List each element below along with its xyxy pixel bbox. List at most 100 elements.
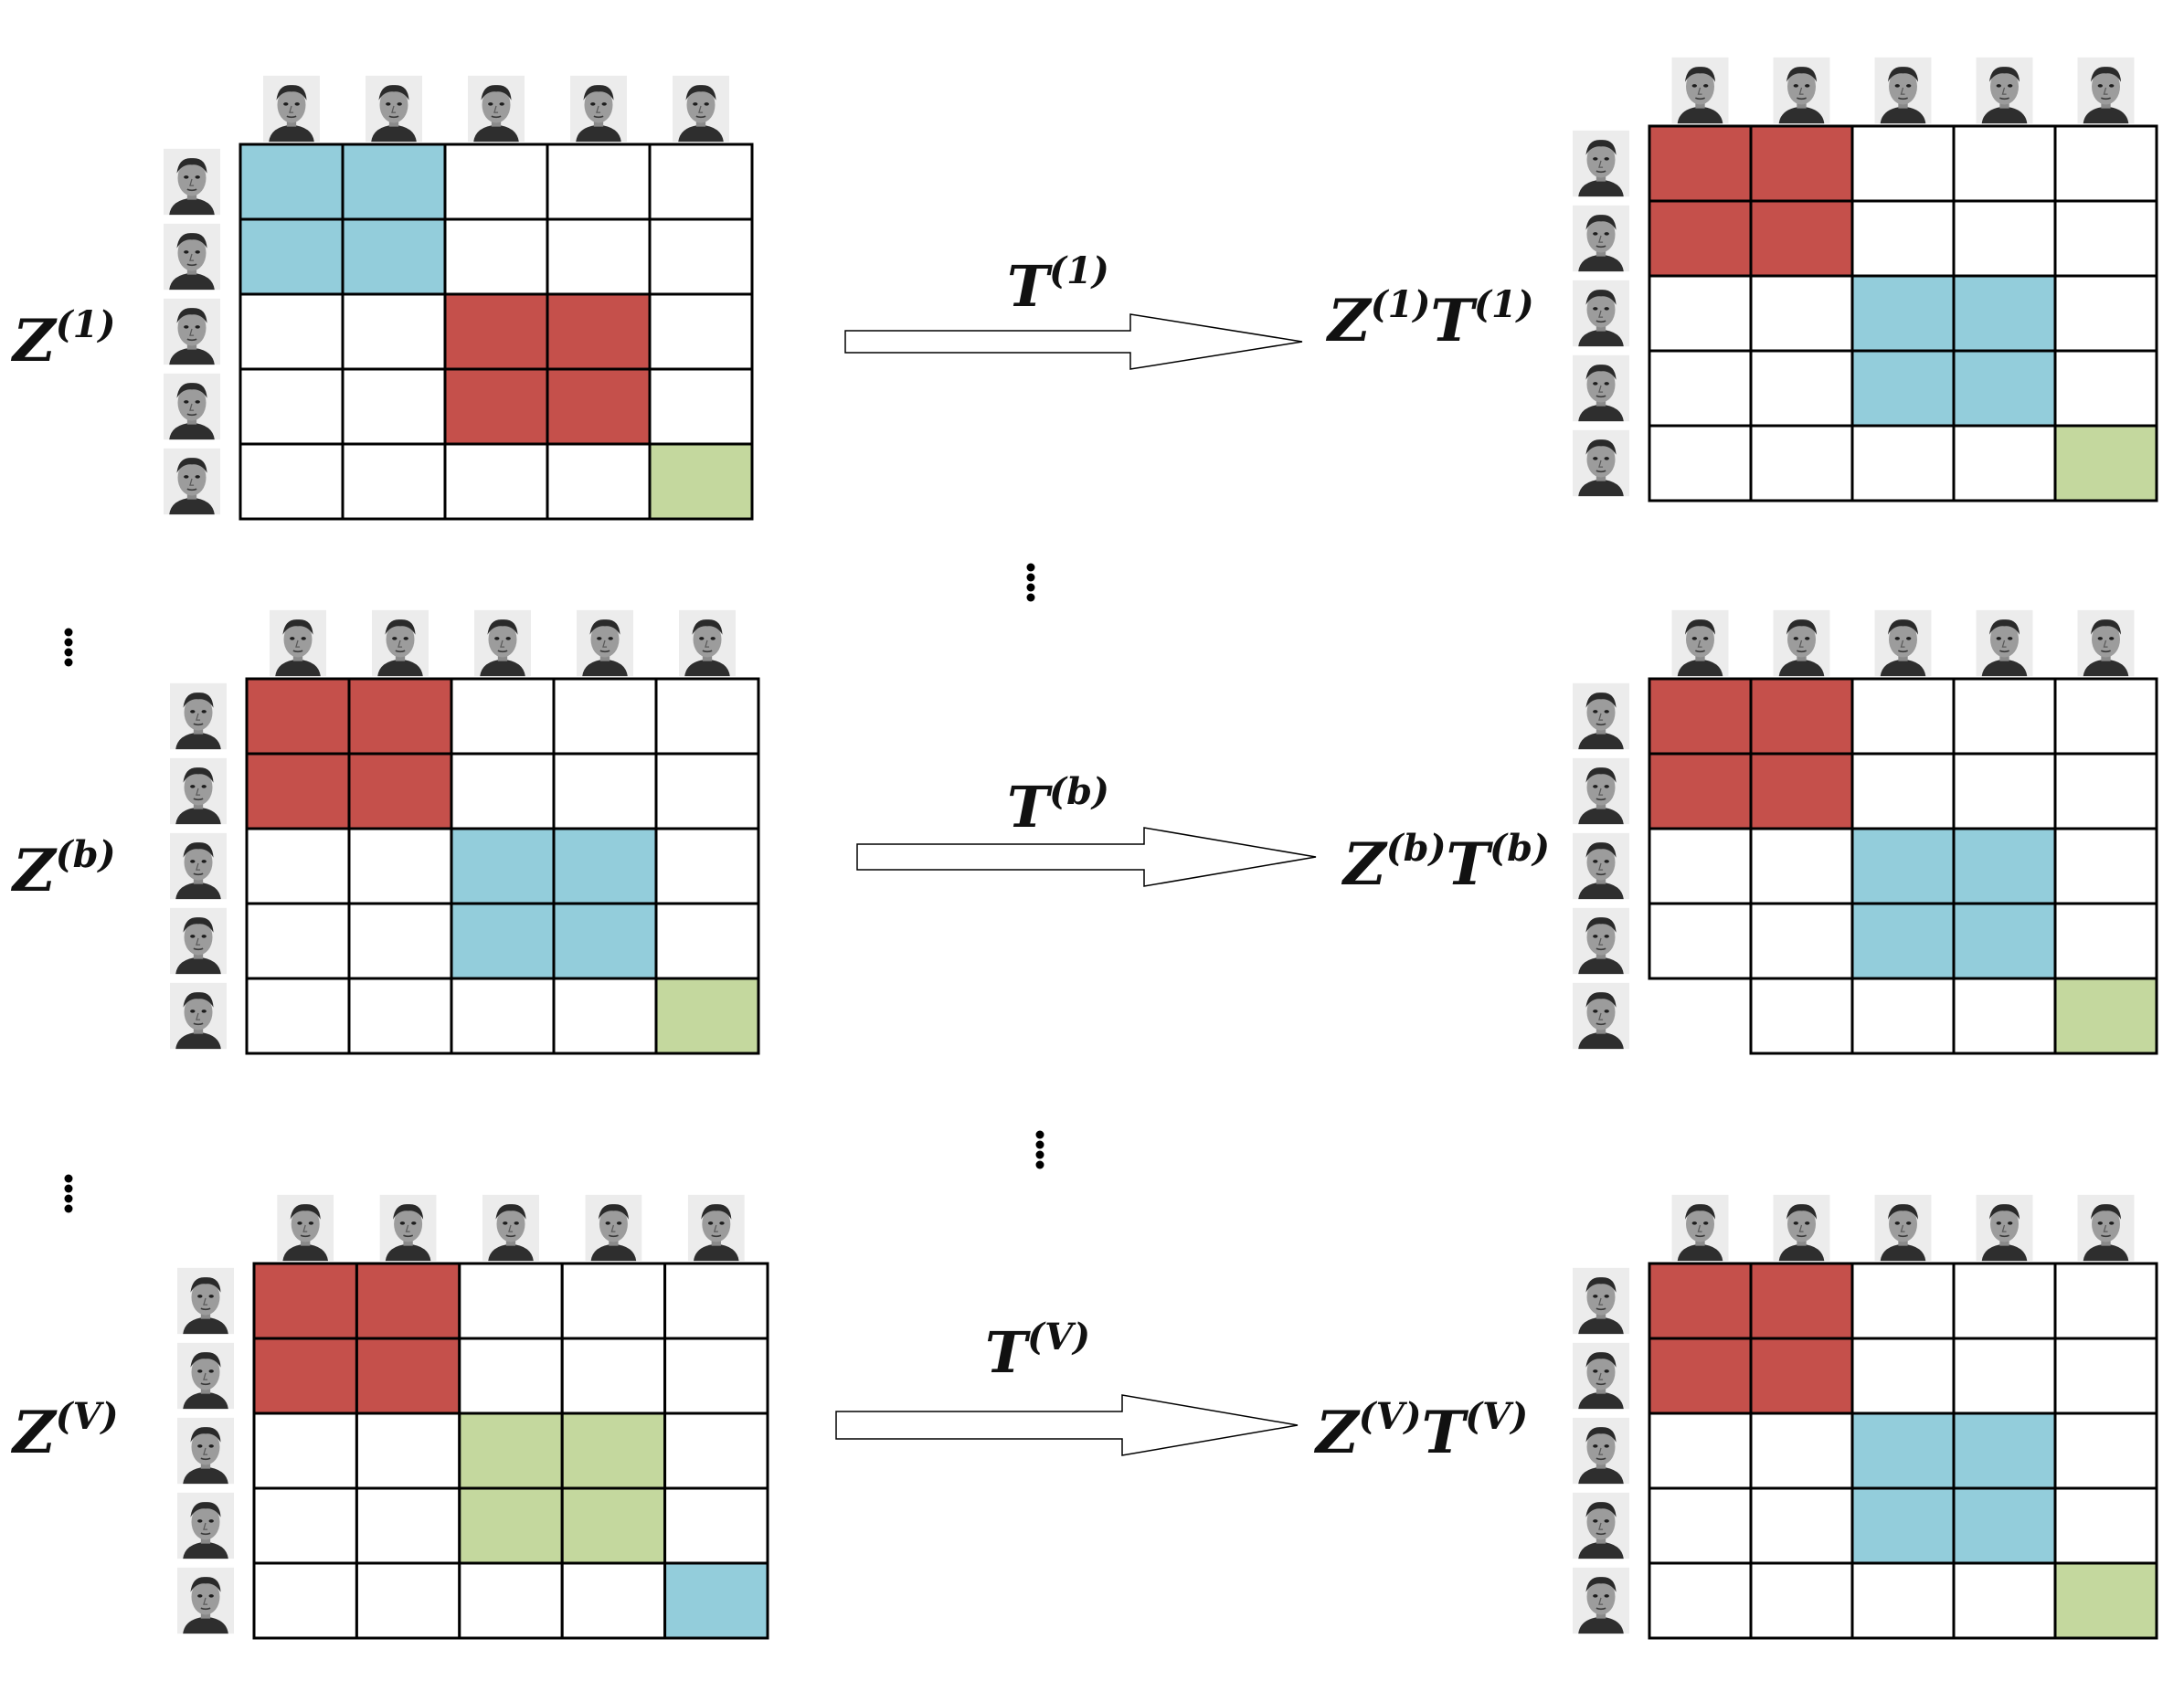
left-matrix-2-row-face-photo-5 — [170, 982, 227, 1050]
right-matrix-3-cell-r4-c2 — [1749, 1486, 1854, 1565]
right-matrix-2-cell-r2-c1 — [1648, 752, 1753, 830]
right-matrix-1-cell-r2-c5 — [2053, 199, 2158, 278]
left-matrix-2-cell-r4-c1 — [245, 902, 351, 980]
left-matrix-2-cell-r4-c4 — [552, 902, 658, 980]
right-matrix-2-row-face-photo-1 — [1573, 682, 1629, 750]
left-matrix-1-row-face-photo-5 — [164, 448, 220, 515]
transform-label-1: T(1) — [1007, 249, 1109, 320]
left-matrix-2-cell-r2-c2 — [347, 752, 453, 830]
left-matrix-3-cell-r4-c5 — [663, 1486, 769, 1565]
right-matrix-2-cell-r4-c3 — [1850, 902, 1956, 980]
right-matrix-2-cell-r4-c5 — [2053, 902, 2158, 980]
left-matrix-3-col-face-photo-5 — [687, 1194, 745, 1262]
left-matrix-label-1: Z(1) — [10, 303, 115, 375]
right-matrix-1-cell-r4-c2 — [1749, 349, 1854, 428]
right-matrix-3-col-face-photo-4 — [1976, 1194, 2033, 1262]
left-matrix-2-col-face-photo-5 — [679, 609, 736, 677]
left-matrix-3-cell-r5-c4 — [560, 1561, 667, 1640]
left-matrix-3-cell-r4-c1 — [252, 1486, 358, 1565]
vertical-ellipsis-1 — [1026, 563, 1035, 602]
right-matrix-3-cell-r5-c4 — [1952, 1561, 2057, 1640]
left-matrix-2-cell-r5-c5 — [654, 977, 760, 1055]
left-matrix-2-cell-r1-c4 — [552, 677, 658, 756]
right-matrix-1-cell-r4-c3 — [1850, 349, 1956, 428]
left-matrix-2 — [245, 677, 760, 1055]
arrow-3 — [835, 1394, 1299, 1456]
right-matrix-2-col-face-photo-4 — [1976, 609, 2033, 677]
right-col-faces-3 — [1671, 1194, 2135, 1262]
left-matrix-3-cell-r1-c1 — [252, 1262, 358, 1340]
right-matrix-3-row-face-photo-4 — [1573, 1492, 1629, 1559]
vertical-ellipsis-2 — [64, 628, 73, 667]
right-matrix-3-cell-r1-c5 — [2053, 1262, 2158, 1340]
right-matrix-1-row-face-photo-5 — [1573, 429, 1629, 497]
right-matrix-2-cell-r1-c2 — [1749, 677, 1854, 756]
right-matrix-3-row-face-photo-2 — [1573, 1342, 1629, 1410]
right-matrix-1-cell-r1-c1 — [1648, 124, 1753, 203]
right-matrix-2-cell-r2-c4 — [1952, 752, 2057, 830]
left-matrix-3-cell-r4-c2 — [355, 1486, 461, 1565]
left-matrix-3-col-face-photo-3 — [482, 1194, 539, 1262]
left-matrix-2-cell-r1-c5 — [654, 677, 760, 756]
left-matrix-2-cell-r4-c2 — [347, 902, 453, 980]
left-matrix-3-cell-r5-c5 — [663, 1561, 769, 1640]
right-matrix-2-cell-r2-c5 — [2053, 752, 2158, 830]
left-matrix-3-row-face-photo-4 — [177, 1492, 234, 1559]
right-matrix-2-cell-r4-c4 — [1952, 902, 2057, 980]
right-matrix-1-cell-r2-c3 — [1850, 199, 1956, 278]
left-col-faces-3 — [277, 1194, 745, 1262]
right-matrix-1-cell-r5-c1 — [1648, 424, 1753, 502]
transform-label-2: T(b) — [1007, 770, 1109, 840]
left-matrix-1-cell-r1-c4 — [546, 143, 652, 221]
left-matrix-3-col-face-photo-1 — [277, 1194, 334, 1262]
right-matrix-2-col-face-photo-2 — [1773, 609, 1830, 677]
right-matrix-3-cell-r1-c2 — [1749, 1262, 1854, 1340]
right-matrix-3-cell-r4-c5 — [2053, 1486, 2158, 1565]
left-matrix-2-cell-r2-c3 — [450, 752, 556, 830]
left-matrix-1-cell-r4-c2 — [341, 367, 447, 446]
left-matrix-3-cell-r5-c2 — [355, 1561, 461, 1640]
left-matrix-3-col-face-photo-4 — [585, 1194, 642, 1262]
right-matrix-2-cell-r1-c3 — [1850, 677, 1956, 756]
left-matrix-3-row-face-photo-2 — [177, 1342, 234, 1410]
right-matrix-1-cell-r1-c5 — [2053, 124, 2158, 203]
right-matrix-2 — [1648, 677, 2158, 1055]
left-matrix-1-cell-r3-c5 — [648, 292, 754, 371]
right-matrix-1-col-face-photo-3 — [1874, 57, 1932, 124]
right-matrix-3-cell-r4-c4 — [1952, 1486, 2057, 1565]
right-matrix-1-cell-r4-c1 — [1648, 349, 1753, 428]
right-matrix-1-cell-r1-c4 — [1952, 124, 2057, 203]
right-matrix-1-cell-r1-c3 — [1850, 124, 1956, 203]
right-matrix-1-cell-r2-c4 — [1952, 199, 2057, 278]
right-matrix-1-cell-r5-c3 — [1850, 424, 1956, 502]
right-matrix-1-cell-r3-c1 — [1648, 274, 1753, 353]
right-matrix-3-row-face-photo-3 — [1573, 1417, 1629, 1485]
right-matrix-2-cell-r5-c2 — [1749, 977, 1854, 1055]
left-matrix-2-row-face-photo-1 — [170, 682, 227, 750]
left-matrix-3-cell-r3-c4 — [560, 1411, 667, 1490]
left-matrix-2-cell-r5-c4 — [552, 977, 658, 1055]
left-matrix-1-cell-r2-c4 — [546, 217, 652, 296]
vertical-ellipsis-3 — [1035, 1130, 1044, 1169]
left-matrix-1-col-face-photo-5 — [673, 75, 729, 143]
left-matrix-1-cell-r1-c3 — [443, 143, 549, 221]
right-matrix-2-cell-r3-c1 — [1648, 827, 1753, 905]
right-matrix-1-col-face-photo-4 — [1976, 57, 2033, 124]
left-matrix-3-cell-r2-c4 — [560, 1337, 667, 1415]
left-col-faces-2 — [270, 609, 736, 677]
left-matrix-1-cell-r1-c5 — [648, 143, 754, 221]
left-matrix-2-row-face-photo-2 — [170, 757, 227, 825]
right-matrix-3-cell-r2-c1 — [1648, 1337, 1753, 1415]
left-matrix-2-cell-r4-c5 — [654, 902, 760, 980]
left-matrix-1-cell-r3-c4 — [546, 292, 652, 371]
right-col-faces-2 — [1671, 609, 2135, 677]
right-matrix-1-cell-r5-c5 — [2053, 424, 2158, 502]
left-matrix-1-row-face-photo-3 — [164, 298, 220, 365]
right-row-faces-1 — [1573, 130, 1629, 497]
right-matrix-2-col-face-photo-3 — [1874, 609, 1932, 677]
left-matrix-3-cell-r1-c3 — [458, 1262, 564, 1340]
right-matrix-3-cell-r1-c1 — [1648, 1262, 1753, 1340]
left-matrix-3-cell-r4-c4 — [560, 1486, 667, 1565]
right-matrix-3-cell-r5-c2 — [1749, 1561, 1854, 1640]
